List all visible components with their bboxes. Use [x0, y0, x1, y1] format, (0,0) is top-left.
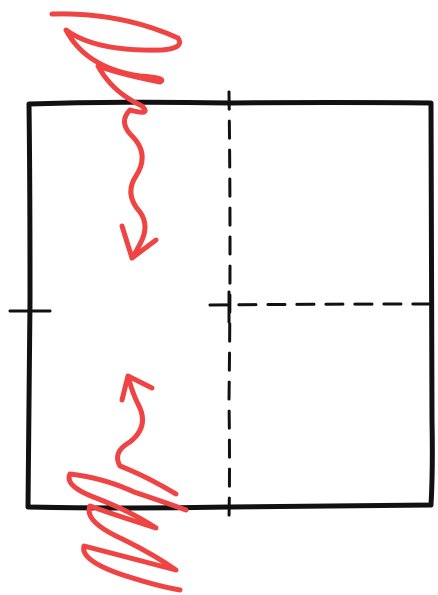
zigzag-down-arrow-icon: [49, 11, 183, 261]
zigzag-up-arrow-icon: [66, 373, 189, 593]
vertical-fold-line: [227, 90, 232, 520]
square-outline: [25, 99, 435, 511]
horizontal-fold-line: [208, 302, 438, 307]
